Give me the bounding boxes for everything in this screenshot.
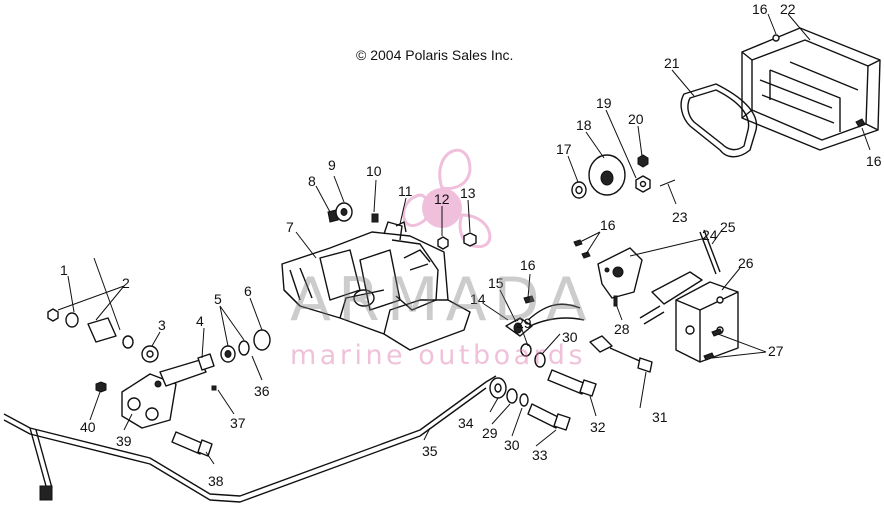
part-37-pin	[211, 385, 217, 391]
callout-39: 39	[116, 433, 132, 449]
part-30-washer-upper	[534, 352, 546, 368]
callout-20: 20	[628, 111, 644, 127]
callout-16-switch: 16	[520, 257, 536, 273]
callout-6: 6	[244, 283, 252, 299]
callout-16-mid: 16	[600, 217, 616, 233]
part-36-washer	[220, 345, 236, 363]
callout-2: 2	[122, 275, 130, 291]
part-34-bushing	[489, 377, 507, 399]
callout-34: 34	[458, 415, 474, 431]
part-30-washer-lower	[519, 393, 529, 407]
callout-16-right: 16	[866, 153, 882, 169]
part-4-shaft	[159, 353, 215, 387]
callout-26: 26	[738, 255, 754, 271]
part-13-nut	[463, 232, 477, 247]
copyright-notice: © 2004 Polaris Sales Inc.	[356, 47, 514, 63]
callout-27: 27	[768, 343, 784, 359]
watermark-brand: ARMADA	[290, 265, 594, 335]
part-35-linkage-rod	[3, 375, 497, 503]
part-22-cover-box	[741, 27, 881, 151]
callout-13: 13	[460, 185, 476, 201]
part-7-main-housing	[281, 221, 471, 351]
callout-32: 32	[590, 419, 606, 435]
callout-11: 11	[398, 183, 413, 199]
part-16-screws-mid	[573, 239, 591, 259]
part-19-nut	[635, 175, 651, 193]
callout-24: 24	[702, 227, 718, 243]
callout-23: 23	[672, 209, 688, 225]
leader-lines	[57, 13, 871, 465]
callout-21: 21	[664, 55, 680, 71]
callout-29-upper: 29	[516, 315, 532, 331]
part-40-nut	[95, 381, 107, 393]
part-27-screws	[703, 328, 723, 361]
callout-labels: 1 2 3 4 5 6 7 8 9 10 11 12 13 14 15 16 1…	[60, 1, 882, 489]
part-16-screw-switch	[523, 295, 535, 304]
callout-14: 14	[470, 291, 486, 307]
part-26-motor-assembly	[639, 271, 739, 363]
callout-10: 10	[366, 163, 382, 179]
callout-31: 31	[652, 409, 668, 425]
callout-7: 7	[286, 219, 294, 235]
part-23-pin	[659, 179, 676, 187]
callout-36: 36	[254, 383, 270, 399]
part-21-gasket	[680, 83, 758, 158]
part-10-clip	[371, 213, 379, 223]
callout-9: 9	[328, 157, 336, 173]
callout-29-lower: 29	[482, 425, 498, 441]
callout-33: 33	[532, 447, 548, 463]
callout-15: 15	[488, 275, 504, 291]
watermark-subtitle: marine outboards	[290, 340, 587, 371]
callout-35: 35	[422, 443, 438, 459]
part-9-grommet	[335, 202, 353, 222]
callout-19: 19	[596, 95, 612, 111]
part-14-switch	[505, 303, 585, 337]
callout-40: 40	[80, 419, 96, 435]
callout-28: 28	[614, 321, 630, 337]
part-12-nut	[437, 236, 449, 250]
part-6-oring	[253, 329, 271, 351]
callout-22: 22	[780, 1, 796, 17]
callout-37: 37	[230, 415, 246, 431]
part-11-bracket	[395, 221, 407, 233]
callout-30-lower: 30	[504, 437, 520, 453]
callout-3: 3	[158, 317, 166, 333]
part-29-washer-upper	[520, 343, 532, 357]
callout-18: 18	[576, 117, 592, 133]
callout-4: 4	[196, 313, 204, 329]
callout-16-top: 16	[752, 1, 768, 17]
callout-8: 8	[308, 173, 316, 189]
part-29-washer-lower	[506, 388, 518, 404]
callout-17: 17	[556, 141, 572, 157]
part-5-washer	[238, 340, 250, 356]
part-32-bolt	[547, 369, 597, 397]
callout-1: 1	[60, 262, 68, 278]
part-20-nut	[637, 154, 649, 168]
part-33-bolt	[527, 403, 571, 431]
part-31-pin	[589, 335, 653, 373]
callout-30-upper: 30	[562, 329, 578, 345]
callout-5: 5	[214, 291, 222, 307]
callout-38: 38	[208, 473, 224, 489]
part-3-bushing	[141, 345, 159, 363]
part-1-washer	[47, 308, 59, 322]
part-17-washer	[571, 181, 587, 199]
callout-12: 12	[434, 191, 450, 207]
part-18-disc	[588, 154, 626, 196]
part-39-bracket	[121, 373, 177, 429]
part-2-bushing-set	[65, 312, 134, 349]
part-24-bracket	[597, 247, 643, 299]
part-16-screw-right	[855, 118, 866, 128]
part-38-bolt	[171, 431, 213, 457]
callout-25: 25	[720, 219, 736, 235]
